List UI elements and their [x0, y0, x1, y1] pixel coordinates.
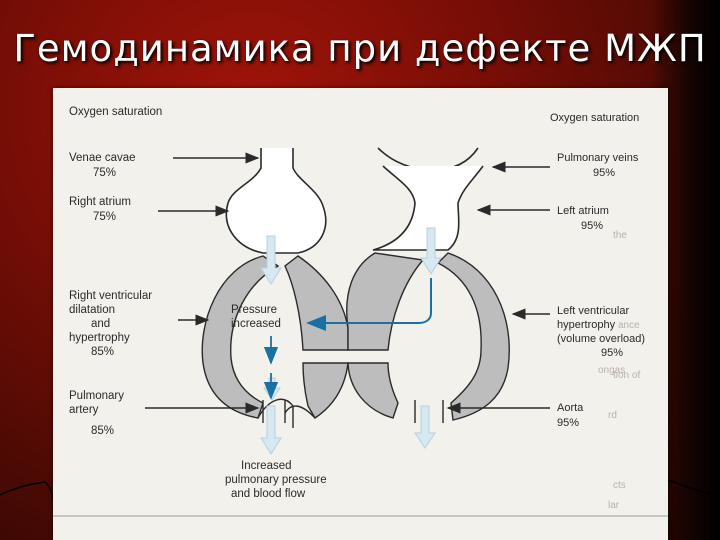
lv-outer-wall	[436, 252, 510, 421]
lv-label-1: Left ventricular	[557, 305, 629, 317]
svg-text:the: the	[613, 230, 627, 241]
slide-title: Гемодинамика при дефекте МЖП	[13, 27, 707, 70]
left-atrium-shape	[372, 165, 484, 251]
increased-label-1: Increased	[241, 460, 292, 472]
pa-label-2: artery	[69, 404, 99, 416]
rv-septum-lower	[302, 362, 349, 419]
pa-value: 85%	[91, 425, 114, 437]
pulmonary-artery-right	[284, 405, 316, 419]
background-text-bleed: the ance tion of rd ongas cts lar	[598, 230, 640, 511]
lv-value: 95%	[601, 347, 623, 359]
left-atrium-value: 95%	[581, 220, 603, 232]
diagram-panel: the ance tion of rd ongas cts lar	[53, 88, 668, 540]
pulmonary-veins-value: 95%	[593, 167, 615, 179]
heart-diagram: the ance tion of rd ongas cts lar	[53, 106, 668, 517]
pulmonary-veins-label: Pulmonary veins	[557, 152, 639, 164]
rv-outer-wall	[201, 255, 280, 419]
rv-label-2: dilatation	[69, 304, 115, 316]
right-header: Oxygen saturation	[550, 112, 639, 124]
right-atrium-value: 75%	[93, 211, 116, 223]
lv-label-3: (volume overload)	[557, 333, 645, 345]
svg-text:lar: lar	[608, 500, 620, 511]
svg-text:tion of: tion of	[613, 370, 640, 381]
increased-label-3: and blood flow	[231, 488, 306, 500]
svg-text:ongas: ongas	[598, 365, 625, 376]
venae-cavae-label: Venae cavae	[69, 152, 136, 164]
rv-label-4: hypertrophy	[69, 332, 130, 344]
lv-septum-upper	[346, 252, 425, 351]
svg-text:cts: cts	[613, 480, 626, 491]
rv-value: 85%	[91, 346, 114, 358]
svg-text:ance: ance	[618, 320, 640, 331]
rv-septum-upper	[284, 255, 349, 351]
left-atrium-label: Left atrium	[557, 205, 609, 217]
right-atrium-label: Right atrium	[69, 196, 131, 208]
venae-cavae-value: 75%	[93, 167, 116, 179]
aorta-value: 95%	[557, 417, 579, 429]
svg-text:rd: rd	[608, 410, 617, 421]
right-atrium-shape	[225, 148, 327, 254]
left-header: Oxygen saturation	[69, 106, 162, 118]
shunt-arrow	[306, 278, 432, 331]
pressure-label-1: Pressure	[231, 304, 277, 316]
lv-label-2: hypertrophy	[557, 319, 616, 331]
lv-septum-lower	[347, 362, 399, 419]
increased-label-2: pulmonary pressure	[225, 474, 327, 486]
rv-label-1: Right ventricular	[69, 290, 152, 302]
flow-arrows	[260, 227, 442, 455]
pressure-label-2: increased	[231, 318, 281, 330]
rv-label-3: and	[91, 318, 110, 330]
pa-label-1: Pulmonary	[69, 390, 124, 402]
aorta-label: Aorta	[557, 402, 584, 414]
